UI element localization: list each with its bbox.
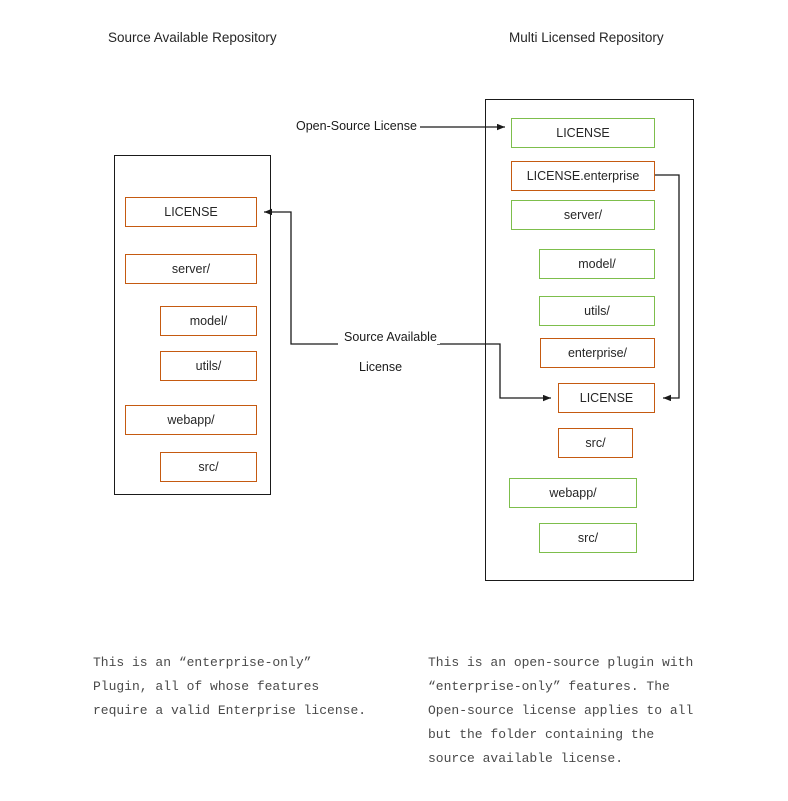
- right-node-enterprise[interactable]: enterprise/: [540, 338, 655, 368]
- right-node-license[interactable]: LICENSE: [511, 118, 655, 148]
- right-node-webapp[interactable]: webapp/: [509, 478, 637, 508]
- left-node-utils[interactable]: utils/: [160, 351, 257, 381]
- left-node-model[interactable]: model/: [160, 306, 257, 336]
- left-node-src[interactable]: src/: [160, 452, 257, 482]
- open-source-license-connector-label: Open-Source License: [293, 119, 420, 133]
- right-node-server[interactable]: server/: [511, 200, 655, 230]
- right-node-webapp-src[interactable]: src/: [539, 523, 637, 553]
- left-node-webapp[interactable]: webapp/: [125, 405, 257, 435]
- left-caption-text: This is an “enterprise-only” Plugin, all…: [93, 655, 367, 718]
- right-node-enterprise-src[interactable]: src/: [558, 428, 633, 458]
- left-node-server[interactable]: server/: [125, 254, 257, 284]
- right-column-title: Multi Licensed Repository: [509, 30, 664, 45]
- connector-source-available-to-left: [264, 208, 338, 345]
- source-available-license-connector-label-line2: License: [356, 360, 406, 374]
- connector-enterprise-license-loop: [655, 174, 680, 402]
- source-available-repository-box: [114, 155, 271, 495]
- connector-source-available-to-right: [437, 343, 551, 402]
- multi-licensed-repository-box: [485, 99, 694, 581]
- right-node-utils[interactable]: utils/: [539, 296, 655, 326]
- right-node-inner-license[interactable]: LICENSE: [558, 383, 655, 413]
- right-node-model[interactable]: model/: [539, 249, 655, 279]
- left-column-title: Source Available Repository: [108, 30, 277, 45]
- source-available-license-connector-label-line1: Source Available: [341, 330, 440, 344]
- right-caption-text: This is an open-source plugin with “ente…: [428, 655, 694, 766]
- left-node-license[interactable]: LICENSE: [125, 197, 257, 227]
- right-node-license-enterprise[interactable]: LICENSE.enterprise: [511, 161, 655, 191]
